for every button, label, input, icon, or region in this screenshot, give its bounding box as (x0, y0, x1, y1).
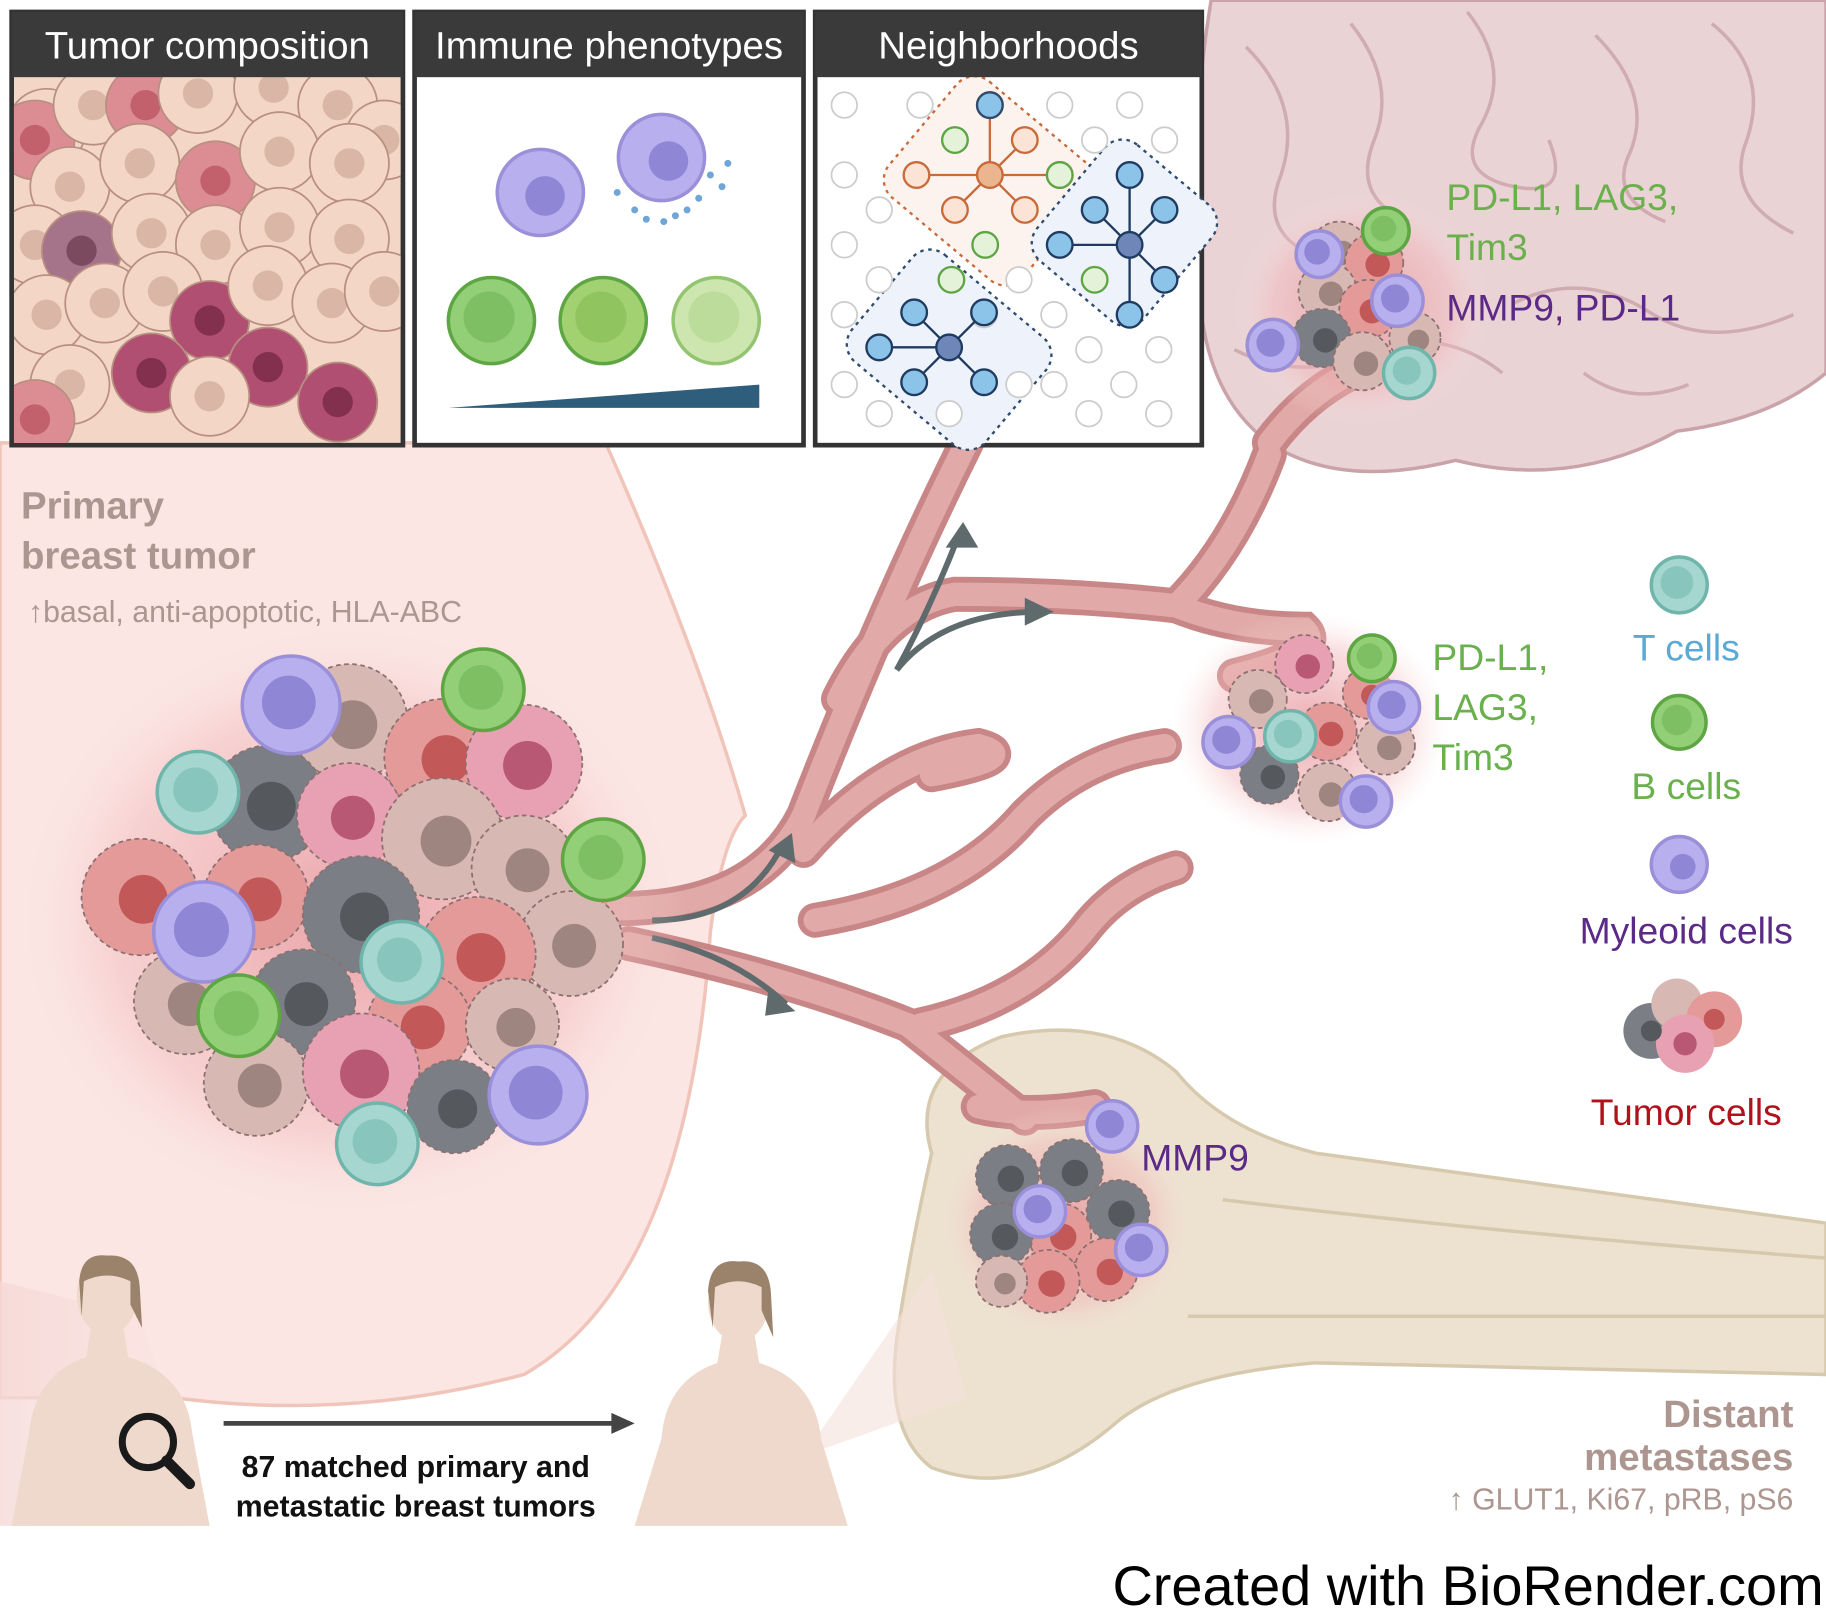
legend-myeloid: Myleoid cells (1580, 910, 1793, 952)
tumor-cell (1039, 1138, 1104, 1203)
myeloid-cell (1294, 229, 1345, 280)
myeloid-cell (151, 880, 256, 984)
b-cell (196, 973, 282, 1059)
primary-title-line2: breast tumor (21, 535, 256, 578)
b-cell-icon (1650, 693, 1708, 751)
mid-line3: Tim3 (1432, 736, 1513, 778)
neighborhood-node (902, 161, 931, 189)
t-cell-icon (1649, 555, 1709, 615)
b-cell (440, 647, 526, 733)
neighborhood-node (1045, 230, 1074, 259)
patient-figure-left (11, 1255, 210, 1526)
tissue-cell (308, 122, 390, 204)
tumor-cell (517, 890, 624, 997)
neighborhood-node (900, 298, 929, 327)
panel-tumor-composition: Tumor composition (9, 9, 406, 448)
neighborhood-node (1010, 126, 1039, 155)
neighborhood-node (1010, 195, 1039, 224)
patient-figure-right (634, 1261, 848, 1526)
neighborhood-node (1115, 161, 1144, 189)
neighborhood-node (1150, 195, 1179, 224)
neighborhood-node (865, 333, 894, 362)
b-cell (560, 817, 646, 903)
myeloid-cell (1113, 1222, 1169, 1278)
panel-immune-phenotypes: Immune phenotypes (412, 9, 806, 448)
brain-green-line1: PD-L1, LAG3, (1446, 176, 1678, 218)
distant-title-line2: metastases (1584, 1436, 1793, 1479)
myeloid-cell (1084, 1099, 1140, 1154)
tissue-cell (239, 111, 320, 193)
tumor-cell (406, 1059, 502, 1155)
mid-line1: PD-L1, (1432, 636, 1548, 678)
neighborhood-node (1080, 195, 1109, 224)
legend: T cells B cells Myleoid cells Tumor cell… (1580, 555, 1793, 1133)
tissue-cell (99, 122, 181, 204)
myeloid-cell-icon (1649, 834, 1709, 895)
distant-title-line1: Distant (1663, 1393, 1793, 1436)
tissue-cell (297, 361, 379, 443)
t-cell (359, 919, 445, 1005)
panel-title: Immune phenotypes (435, 25, 783, 68)
cell-clusters (80, 205, 1442, 1314)
myeloid-cell (1366, 679, 1422, 735)
neighborhood-node (1115, 300, 1144, 329)
legend-t-cells: T cells (1633, 627, 1740, 669)
tumor-cell (301, 1012, 421, 1131)
brain-purple: MMP9, PD-L1 (1446, 287, 1680, 329)
myeloid-cell (1012, 1184, 1068, 1239)
tissue-cell (169, 355, 251, 437)
tissue-cell (227, 245, 309, 327)
tumor-cell-icon (1623, 978, 1743, 1073)
magnifier-icon (118, 1412, 196, 1490)
t-cell (1262, 708, 1318, 764)
tumor-cell (1332, 331, 1393, 392)
brain-green-line2: Tim3 (1446, 226, 1527, 268)
tumor-cell (975, 1254, 1028, 1308)
neighborhood-node (1150, 265, 1179, 294)
myeloid-cell (240, 654, 342, 756)
b-cell (1346, 633, 1397, 684)
legend-b-cells: B cells (1631, 765, 1741, 807)
tissue-cell (29, 146, 111, 228)
b-cell (1360, 205, 1411, 256)
tumor-cell (1227, 669, 1288, 730)
tissue-cell (110, 332, 192, 414)
myeloid-cell (487, 1044, 589, 1146)
t-cell (334, 1101, 420, 1187)
tissue-cell (343, 250, 401, 332)
neighborhood-node (900, 368, 929, 397)
neighborhood-node (970, 298, 999, 327)
biorender-credit: Created with BioRender.com (1112, 1554, 1823, 1617)
tumor-cell (296, 762, 403, 869)
distant-markers: ↑ GLUT1, Ki67, pRB, pS6 (1449, 1484, 1794, 1517)
primary-title-line1: Primary (21, 485, 165, 528)
mid-line2: LAG3, (1432, 686, 1538, 728)
t-cell (1381, 345, 1437, 401)
legend-tumor: Tumor cells (1591, 1091, 1782, 1133)
myeloid-cell (1370, 273, 1425, 329)
bone-label: MMP9 (1141, 1137, 1249, 1179)
tumor-cell (1274, 634, 1335, 695)
neighborhood-node (940, 195, 969, 224)
tissue-cell (13, 379, 76, 443)
panel-neighborhoods: Neighborhoods (812, 9, 1219, 451)
tumor-cell (464, 703, 584, 823)
primary-markers: ↑basal, anti-apoptotic, HLA-ABC (28, 596, 462, 629)
cohort-line1: 87 matched primary and (242, 1451, 590, 1484)
myeloid-cell (1245, 317, 1301, 373)
cohort-line2: metastatic breast tumors (236, 1491, 596, 1524)
myeloid-cell (1338, 774, 1394, 829)
t-cell (155, 749, 241, 835)
panel-title: Neighborhoods (878, 25, 1139, 68)
myeloid-cell (1201, 714, 1256, 770)
neighborhood-node (970, 368, 999, 397)
panel-title: Tumor composition (45, 25, 370, 68)
